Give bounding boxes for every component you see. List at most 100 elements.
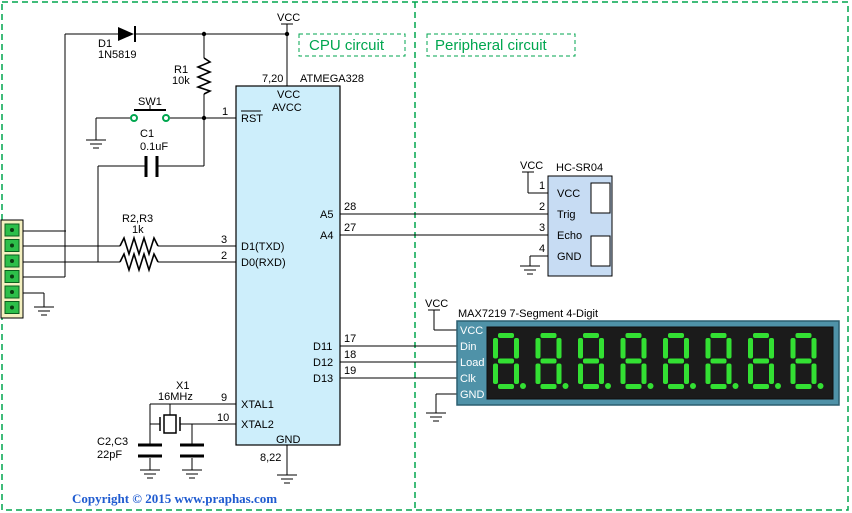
decimal-point <box>817 383 824 389</box>
sensor-name: HC-SR04 <box>556 162 603 174</box>
ground-icon <box>140 469 160 479</box>
sensor-pin-name-trig: Trig <box>557 209 576 221</box>
segment <box>684 338 689 359</box>
segment <box>540 384 557 389</box>
crystal-icon <box>150 404 192 434</box>
ground-icon <box>426 412 446 422</box>
digit-2 <box>535 333 569 389</box>
decimal-point <box>647 383 654 389</box>
digit-6 <box>705 333 739 389</box>
sensor-pin-num-gnd: 4 <box>539 243 545 255</box>
decimal-point <box>520 383 526 389</box>
display-pin-gnd: GND <box>460 389 485 401</box>
c1-value: 0.1uF <box>140 141 168 153</box>
mcu-pin-num-txd: 3 <box>221 234 227 246</box>
c23-value: 22pF <box>97 449 122 461</box>
mcu-pin-num-d13: 19 <box>344 365 356 377</box>
led-display-window <box>486 326 834 400</box>
segment <box>705 363 711 384</box>
segment <box>556 363 562 384</box>
junction-dots <box>201 31 290 121</box>
mcu-chip-body <box>235 85 341 446</box>
header-pin-hole <box>10 274 14 279</box>
mcu-gnd-label: GND <box>276 434 301 446</box>
segment <box>710 333 727 338</box>
mcu-pin-num-xtal1: 9 <box>221 392 227 404</box>
segment <box>748 363 753 384</box>
mcu-pin-name-a5: A5 <box>320 209 333 221</box>
vcc-label-mcu: VCC <box>277 12 300 24</box>
segment <box>795 333 812 338</box>
segment <box>493 338 498 359</box>
segment <box>535 363 541 384</box>
segment <box>620 363 626 384</box>
r1-value: 10k <box>172 75 190 87</box>
seven-segment-digits <box>493 333 824 389</box>
diode-icon <box>118 26 136 42</box>
capacitor-c2-icon <box>138 443 162 458</box>
segment <box>705 338 711 359</box>
segment <box>540 333 557 338</box>
segment <box>514 363 519 384</box>
decimal-point <box>732 383 739 389</box>
ground-icon <box>277 474 297 484</box>
segment <box>748 338 753 359</box>
segment <box>684 363 689 384</box>
segment <box>498 384 514 389</box>
segment <box>710 384 727 389</box>
segment <box>663 338 668 359</box>
segment <box>726 338 732 359</box>
sensor-pin-num-echo: 3 <box>539 222 545 234</box>
segment <box>811 338 817 359</box>
segment <box>753 358 769 364</box>
ground-icon <box>34 306 54 316</box>
mcu-pin-name-d11: D11 <box>313 341 332 353</box>
wires <box>22 23 548 475</box>
decimal-point <box>690 383 696 389</box>
r1-ref: R1 <box>174 64 188 76</box>
mcu-pin-num-a4: 27 <box>344 222 356 234</box>
segment <box>535 338 541 359</box>
mcu-pin-name-a4: A4 <box>320 230 333 242</box>
push-switch-icon <box>130 105 170 122</box>
segment <box>726 363 732 384</box>
c23-ref: C2,C3 <box>97 436 128 448</box>
segment <box>625 384 642 389</box>
peripheral-title-box <box>426 33 576 57</box>
segment <box>583 384 599 389</box>
header-pin-hole <box>10 259 14 263</box>
segment <box>795 384 812 389</box>
segment <box>599 338 604 359</box>
digit-5 <box>663 333 696 389</box>
capacitor-c1-icon <box>144 156 159 177</box>
segment <box>668 333 684 338</box>
mcu-pin-num-d12: 18 <box>344 349 356 361</box>
mcu-pin-name-d12: D12 <box>313 357 333 369</box>
mcu-gnd-pins: 8,22 <box>260 452 281 464</box>
mcu-pin-num-xtal2: 10 <box>217 412 229 424</box>
digit-4 <box>620 333 654 389</box>
digit-8 <box>790 333 824 389</box>
vcc-label-sensor: VCC <box>520 160 543 172</box>
segment <box>710 358 727 364</box>
digit-1 <box>493 333 526 389</box>
c1-ref: C1 <box>140 128 154 140</box>
mcu-pin-name-d13: D13 <box>313 373 333 385</box>
r23-ref: R2,R3 <box>122 213 153 225</box>
mcu-pin-num-d11: 17 <box>344 333 356 345</box>
header-pin-hole <box>10 290 14 294</box>
display-pin-vcc: VCC <box>460 325 483 337</box>
segment <box>493 363 498 384</box>
ground-icon <box>86 139 106 149</box>
d1-ref: D1 <box>98 38 112 50</box>
mcu-vcc-label: VCC <box>277 89 300 101</box>
segment <box>625 333 642 338</box>
segment <box>540 358 557 364</box>
ground-symbols <box>34 139 540 484</box>
segment <box>556 338 562 359</box>
mcu-pin-name-xtal1: XTAL1 <box>241 399 274 411</box>
segment <box>641 363 647 384</box>
sensor-pin-name-gnd: GND <box>557 251 582 263</box>
segment <box>769 338 774 359</box>
